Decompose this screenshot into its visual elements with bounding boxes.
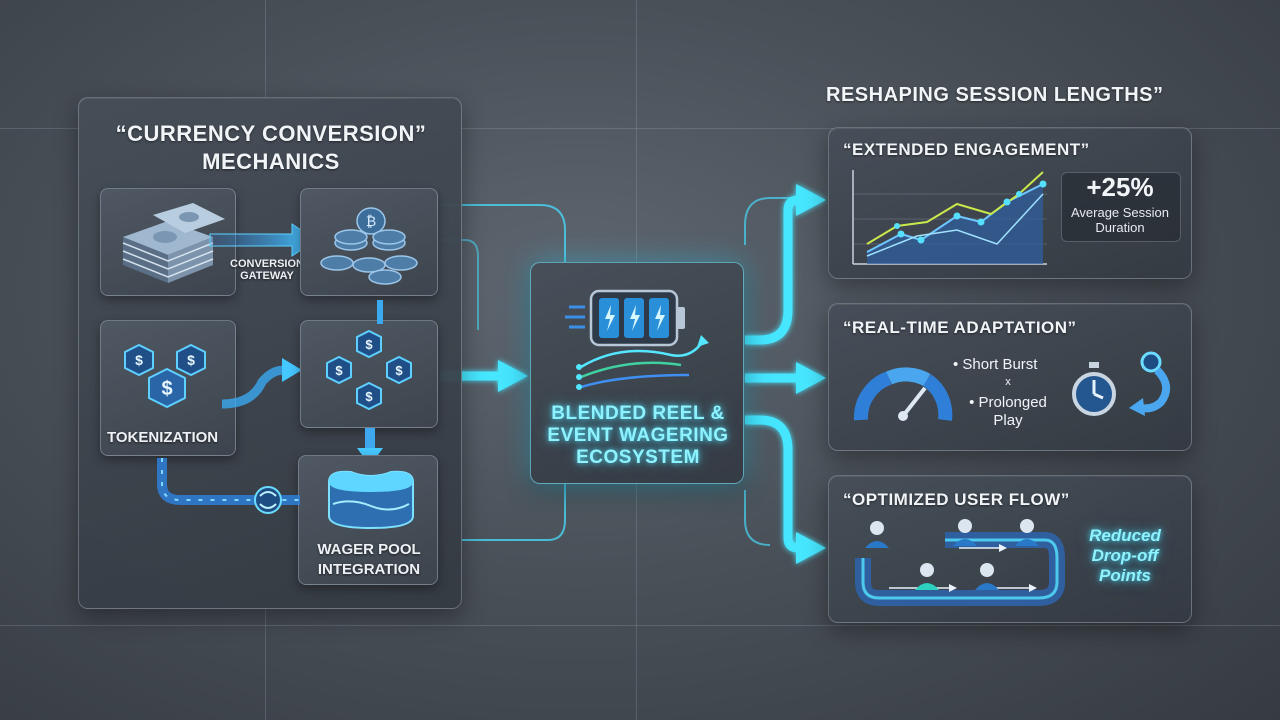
wager-pool-label: Wager Pool Integration bbox=[317, 541, 421, 578]
svg-text:$: $ bbox=[161, 378, 172, 400]
stat-label: Average Session Duration bbox=[1070, 205, 1170, 235]
token-cluster-icon: $ $ $ bbox=[124, 343, 206, 409]
stat-box bbox=[1061, 172, 1181, 242]
gridline bbox=[0, 128, 1280, 129]
hex-token-icon: $ $ $ $ bbox=[326, 329, 412, 411]
optimized-user-flow-title: “Optimized User Flow” bbox=[843, 490, 1070, 509]
real-time-adaptation-panel: “Real-Time Adaptation” • Short Burst x •… bbox=[828, 303, 1192, 451]
svg-text:$: $ bbox=[365, 337, 373, 352]
currency-conversion-title: “Currency Conversion” Mechanics bbox=[115, 121, 427, 174]
refresh-cycle-icon bbox=[1129, 351, 1171, 416]
connector-x: x bbox=[1005, 376, 1011, 388]
short-burst-text: • Short Burst bbox=[953, 356, 1038, 373]
stopwatch-icon bbox=[1072, 362, 1116, 416]
prolonged-play-text: • Prolonged Play bbox=[969, 394, 1047, 429]
wager-pool-tile: Wager Pool Integration bbox=[298, 455, 438, 585]
wager-pool-icon bbox=[328, 470, 414, 530]
svg-text:₿: ₿ bbox=[366, 213, 376, 229]
tokenization-label: Tokenization bbox=[107, 429, 219, 446]
tokenization-arrow bbox=[221, 358, 302, 409]
svg-text:$: $ bbox=[395, 363, 403, 378]
gauge-icon bbox=[853, 367, 953, 421]
hex-token-tile: $ $ $ $ bbox=[300, 320, 438, 428]
svg-text:$: $ bbox=[187, 352, 195, 368]
extended-engagement-panel: “Extended Engagement” +25% Average Sessi… bbox=[828, 127, 1192, 279]
extended-engagement-title: “Extended Engagement” bbox=[843, 140, 1090, 159]
ecosystem-hub: Blended Reel & Event Wagering Ecosystem bbox=[530, 262, 744, 484]
optimized-user-flow-panel: “Optimized User Flow” Reduced Drop-off P… bbox=[828, 475, 1192, 623]
gridline bbox=[0, 625, 1280, 626]
tokenization-tile: $ $ $ Tokenization bbox=[100, 320, 236, 456]
real-time-adaptation-title: “Real-Time Adaptation” bbox=[843, 318, 1077, 337]
reduced-drop-off-callout: Reduced Drop-off Points bbox=[1089, 526, 1161, 585]
stat-value: +25% bbox=[1086, 172, 1154, 202]
pipeline-connector bbox=[157, 458, 300, 514]
svg-text:$: $ bbox=[135, 352, 143, 368]
ecosystem-title: Blended Reel & Event Wagering Ecosystem bbox=[547, 403, 729, 468]
up-link-arrow bbox=[377, 300, 383, 324]
coin-tile: ₿ bbox=[300, 188, 438, 296]
svg-text:$: $ bbox=[335, 363, 343, 378]
battery-reel-icon bbox=[565, 289, 709, 390]
user-flow-icon bbox=[855, 519, 1065, 606]
cash-stack-icon bbox=[122, 203, 225, 283]
line-chart-icon bbox=[852, 170, 1047, 265]
conversion-gateway-label: Conversion Gateway bbox=[230, 258, 304, 282]
svg-text:$: $ bbox=[365, 389, 373, 404]
reshaping-heading: Reshaping Session Lengths” bbox=[826, 84, 1164, 106]
coin-stack-icon: ₿ bbox=[320, 207, 418, 285]
